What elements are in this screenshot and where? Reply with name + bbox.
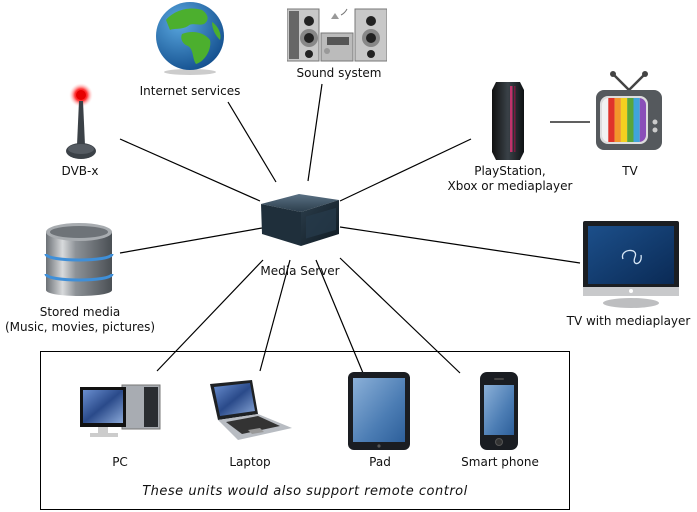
pad-label: Pad: [369, 455, 391, 469]
playstation-label-line1: PlayStation,: [474, 164, 546, 178]
link-server-playstation: [339, 138, 472, 202]
link-server-pad: [315, 259, 364, 374]
laptop-label: Laptop: [229, 455, 271, 469]
link-server-tvmedia: [339, 226, 581, 264]
flat-tv-icon: [583, 221, 679, 308]
link-server-pc: [156, 259, 264, 372]
link-server-dvb: [119, 138, 261, 202]
tv-with-mediaplayer-label: TV with mediaplayer: [566, 314, 691, 328]
sound-system-label: Sound system: [296, 66, 382, 80]
retro-tv-icon: [596, 71, 662, 150]
stored-media-label: Stored media (Music, movies, pictures): [0, 305, 160, 335]
link-server-laptop: [259, 259, 291, 372]
console-icon: [492, 82, 524, 160]
antenna-icon: [66, 83, 96, 159]
server-icon: [261, 194, 339, 246]
playstation-label: PlayStation, Xbox or mediaplayer: [440, 164, 580, 194]
link-server-phone: [339, 257, 461, 374]
link-server-internet: [227, 101, 277, 183]
link-server-stored: [119, 227, 263, 254]
smart-phone-label: Smart phone: [461, 455, 539, 469]
stored-media-label-line1: Stored media: [39, 305, 121, 319]
pc-label: PC: [112, 455, 128, 469]
desktop-pc-icon: [80, 384, 161, 437]
dvb-x-label: DVB-x: [61, 164, 99, 178]
playstation-label-line2: Xbox or mediaplayer: [447, 179, 573, 193]
globe-icon: [156, 2, 224, 75]
laptop-icon: [210, 380, 292, 440]
tablet-icon: [348, 372, 410, 450]
smartphone-icon: [480, 372, 518, 450]
stored-media-label-line2: (Music, movies, pictures): [4, 320, 156, 334]
database-icon: [44, 223, 114, 296]
link-server-sound: [307, 83, 323, 182]
tv-label: TV: [622, 164, 638, 178]
internet-services-label: Internet services: [139, 84, 241, 98]
group-note: These units would also support remote co…: [142, 484, 468, 499]
stereo-icon: [287, 8, 387, 62]
remote-control-group-box: [40, 351, 570, 510]
media-server-label: Media Server: [260, 264, 340, 278]
